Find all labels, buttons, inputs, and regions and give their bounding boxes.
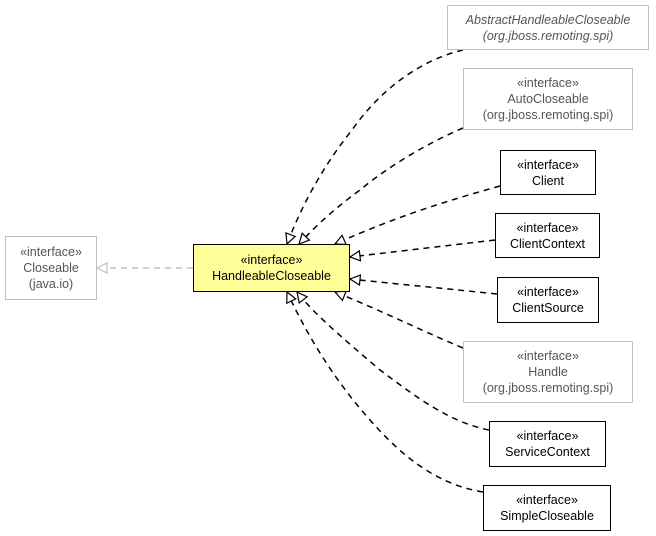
abstract-handleable-closeable-name: AbstractHandleableCloseable xyxy=(465,12,631,27)
simple-closeable-node[interactable]: «interface» SimpleCloseable xyxy=(483,485,611,531)
edge-service-context xyxy=(297,292,490,431)
closeable-node[interactable]: «interface» Closeable (java.io) xyxy=(5,236,97,300)
handle-name: Handle xyxy=(528,365,568,379)
handle-node[interactable]: «interface» Handle (org.jboss.remoting.s… xyxy=(463,341,633,403)
client-context-stereotype: «interface» xyxy=(516,220,579,235)
closeable-stereotype: «interface» xyxy=(20,245,82,259)
service-context-stereotype: «interface» xyxy=(516,429,579,443)
abstract-handleable-closeable-node[interactable]: AbstractHandleableCloseable (org.jboss.r… xyxy=(447,5,649,50)
closeable-name: Closeable xyxy=(23,261,79,275)
client-source-node[interactable]: «interface» ClientSource xyxy=(497,277,599,323)
closeable-package: (java.io) xyxy=(28,277,74,291)
edge-abstract-handleable-closeable xyxy=(287,49,464,244)
handle-package: (org.jboss.remoting.spi) xyxy=(482,381,614,395)
edge-client xyxy=(335,185,501,244)
auto-closeable-package: (org.jboss.remoting.spi) xyxy=(482,108,614,122)
client-stereotype: «interface» xyxy=(517,157,579,172)
client-name: Client xyxy=(532,173,564,188)
simple-closeable-stereotype: «interface» xyxy=(516,493,578,507)
auto-closeable-node[interactable]: «interface» AutoCloseable (org.jboss.rem… xyxy=(463,68,633,130)
client-context-node[interactable]: «interface» ClientContext xyxy=(495,213,600,258)
abstract-handleable-closeable-package: (org.jboss.remoting.spi) xyxy=(482,28,614,43)
handleable-closeable-name: HandleableCloseable xyxy=(212,269,331,283)
handle-stereotype: «interface» xyxy=(517,349,579,363)
service-context-node[interactable]: «interface» ServiceContext xyxy=(489,421,606,467)
edge-handle xyxy=(335,292,464,349)
simple-closeable-name: SimpleCloseable xyxy=(500,509,594,523)
edge-client-source xyxy=(350,279,498,295)
client-node[interactable]: «interface» Client xyxy=(500,150,596,195)
handleable-closeable-stereotype: «interface» xyxy=(240,253,303,267)
client-source-stereotype: «interface» xyxy=(517,285,579,299)
handleable-closeable-node[interactable]: «interface» HandleableCloseable xyxy=(193,244,350,292)
service-context-name: ServiceContext xyxy=(505,445,590,459)
client-context-name: ClientContext xyxy=(509,236,586,251)
edge-auto-closeable xyxy=(299,127,464,244)
edge-client-context xyxy=(350,239,496,257)
auto-closeable-stereotype: «interface» xyxy=(517,76,579,90)
auto-closeable-name: AutoCloseable xyxy=(507,92,589,106)
client-source-name: ClientSource xyxy=(512,301,584,315)
edge-simple-closeable xyxy=(287,292,484,493)
